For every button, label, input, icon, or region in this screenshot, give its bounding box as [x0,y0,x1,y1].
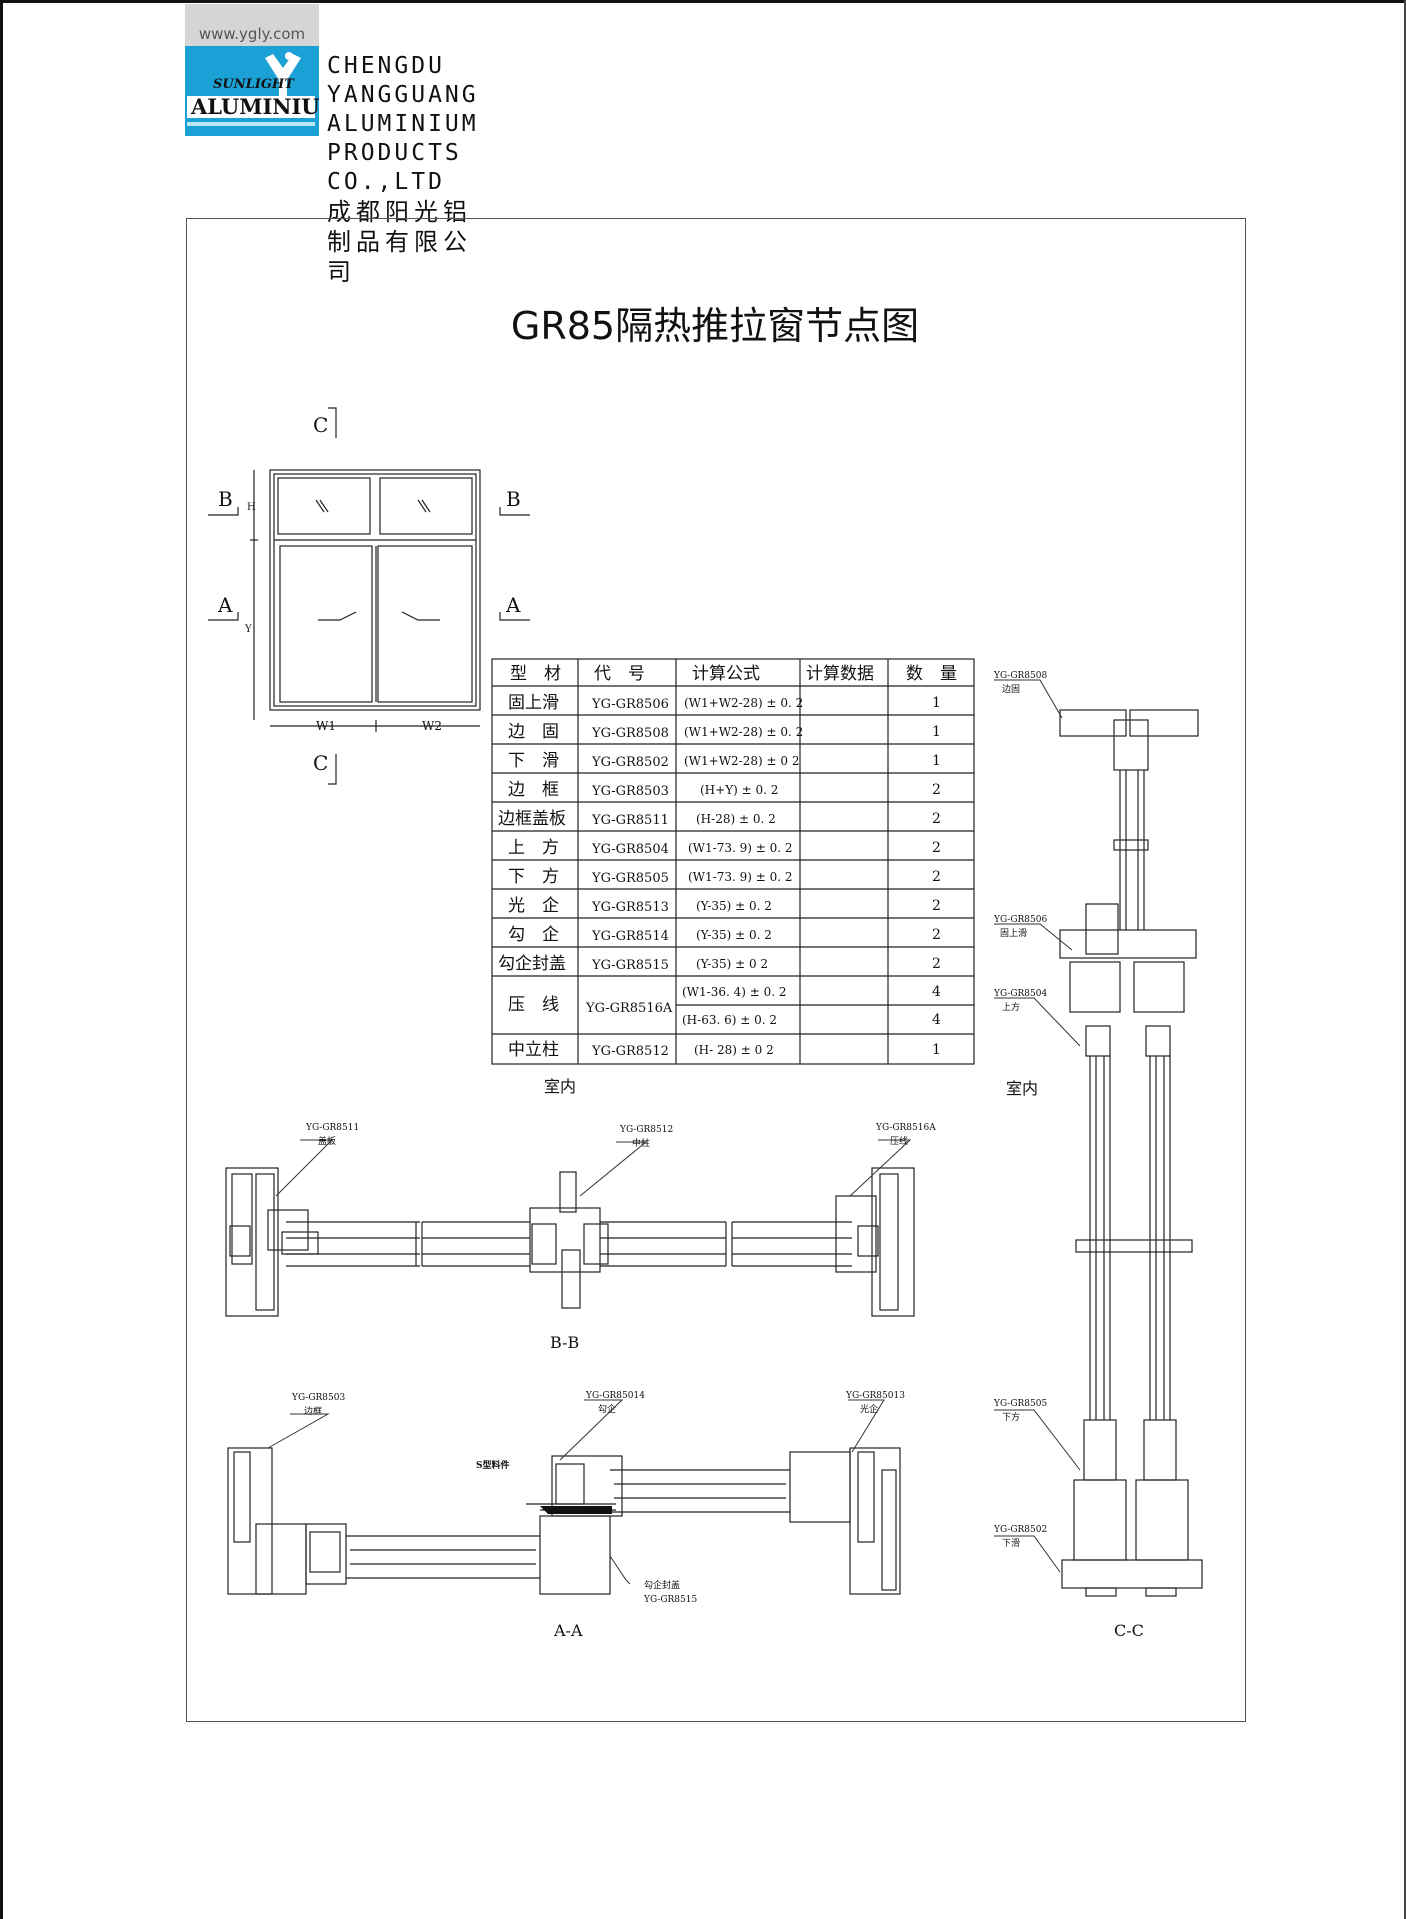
page-border-right [1404,0,1406,1919]
svg-text:ALUMINIUM: ALUMINIUM [190,94,319,119]
page-border-top [0,0,1406,3]
section-cc-drawing [1059,709,1203,1597]
s-part-mark [540,1506,612,1514]
section-aa-drawing [227,1447,901,1595]
callout-leaders [267,679,1081,1585]
drawing-title: GR85隔热推拉窗节点图 [510,304,920,348]
sunlight-logo-icon: SUNLIGHT ALUMINIUM [187,52,343,126]
company-name-cn: 成都阳光铝制品有限公司 [327,198,472,286]
company-name-en-1: CHENGDU YANGGUANG [327,53,479,108]
logo-mark: SUNLIGHT ALUMINIUM [185,46,343,136]
company-name: CHENGDU YANGGUANG ALUMINIUM PRODUCTS CO.… [327,52,479,287]
profile-table-grid [491,658,975,1065]
svg-text:SUNLIGHT: SUNLIGHT [213,77,295,92]
page-border-left [0,0,3,1919]
drawing-sheet [186,218,1246,1722]
company-logo: www.ygly.com SUNLIGHT ALUMINIUM [185,4,343,136]
company-name-en-2: ALUMINIUM PRODUCTS CO.,LTD [327,111,479,195]
section-bb-drawing [225,1167,915,1317]
window-elevation [208,407,530,785]
website-url: www.ygly.com [185,4,319,46]
